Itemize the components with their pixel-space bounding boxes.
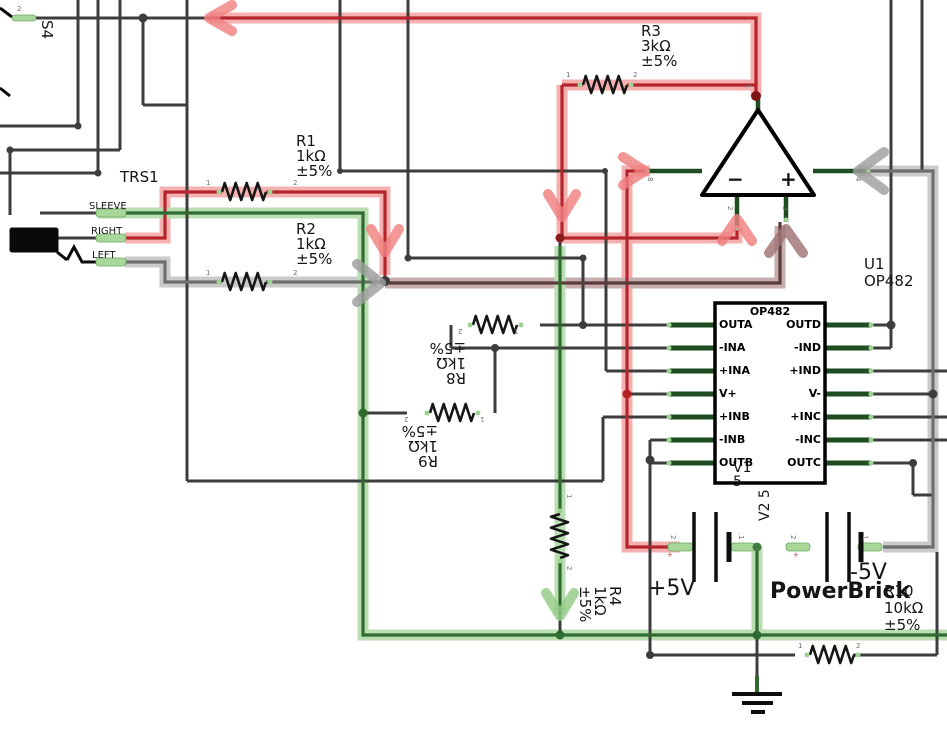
resistor-pin-tips <box>216 82 861 658</box>
trs1-sleeve-label: SLEEVE <box>89 201 127 212</box>
r8-pin2: 2 <box>458 327 463 335</box>
resistor-r9 <box>428 402 476 423</box>
v2-voltage-text: -5V <box>850 560 887 585</box>
v1-pin2-label: 2 <box>669 535 677 540</box>
opamp-pin8-label: 8 <box>646 177 654 182</box>
v1-pindot1-label: .1 <box>737 533 745 540</box>
arrow-right-icon <box>618 152 650 190</box>
connector-pads[interactable] <box>11 14 883 552</box>
u1-pin-outa: OUTA <box>719 318 753 331</box>
trs1-label: TRS1 <box>120 168 159 186</box>
arrow-down-green-icon <box>541 588 579 621</box>
v2-pin2-label: 2 <box>789 535 797 540</box>
resistor-r3 <box>581 74 629 95</box>
opamp-minus-sign: − <box>727 167 744 191</box>
u1-pin-outc: OUTC <box>787 456 821 469</box>
u1-pin-inb-n: -INB <box>719 433 746 446</box>
v1-voltage-text: +5V <box>648 576 696 601</box>
opamp-pin1-label: 1 <box>744 84 752 89</box>
u1-pin-outd: OUTD <box>786 318 821 331</box>
u1-pin-ind-n: -IND <box>794 341 821 354</box>
arrow-up-icon <box>717 214 757 246</box>
arrow-down-icon <box>366 224 404 257</box>
v1-plus-label: + <box>667 551 673 559</box>
u1-pin-inc-n: -INC <box>795 433 821 446</box>
powerbrick-label: PowerBrick <box>770 579 911 604</box>
r4-pin2: 2 <box>565 566 573 571</box>
battery-v1-symbol[interactable] <box>692 512 732 582</box>
resistors[interactable] <box>220 74 856 665</box>
arrow-up-brown-icon <box>764 224 808 258</box>
battery-v2-symbol[interactable] <box>825 512 864 582</box>
r8-pin1: 1 <box>514 327 519 335</box>
resistor-r4 <box>549 512 570 560</box>
v2-plus-label: + <box>793 551 799 559</box>
r1-pin2: 2 <box>293 179 298 187</box>
trs1-left-label: LEFT <box>92 250 116 261</box>
opamp-pin2-label: 2 <box>726 206 734 211</box>
s4-label: S4 <box>38 20 56 40</box>
r9-pin2: 2 <box>404 415 409 423</box>
u1-pin-ind-p: +IND <box>789 364 821 377</box>
u1-pin-ina-n: -INA <box>719 341 746 354</box>
arrow-right-gray-icon <box>352 259 386 307</box>
u1-pin-inc-p: +INC <box>790 410 821 423</box>
u1-pin-inb-p: +INB <box>719 410 750 423</box>
resistor-r2 <box>220 271 268 292</box>
resistor-r10 <box>808 644 856 665</box>
r4-pin1: 1 <box>565 494 573 499</box>
u1-title: OP482 <box>749 305 791 318</box>
ic-u1-symbol[interactable] <box>666 301 874 485</box>
r2-pin1: 1 <box>206 269 211 277</box>
arrow-left-gray-icon <box>853 147 889 195</box>
v2-label: V2 5 <box>757 489 773 521</box>
opamp-pin3-label: 3 <box>781 206 789 211</box>
u1-pin-outb: OUTB <box>719 456 754 469</box>
r10-pin1: 1 <box>798 642 803 650</box>
r2-pin2: 2 <box>293 269 298 277</box>
arrow-down2-icon <box>543 189 581 222</box>
r1-pin1: 1 <box>206 179 211 187</box>
resistor-r8 <box>471 314 519 335</box>
u1-pin-ina-p: +INA <box>719 364 751 377</box>
ground-symbol[interactable] <box>732 676 782 714</box>
wire-red-core[interactable] <box>125 16 758 549</box>
arrow-left-icon <box>204 0 237 36</box>
s4-pin2-label: 2 <box>17 5 22 13</box>
r10-pin2: 2 <box>856 642 861 650</box>
resistor-r1 <box>220 181 268 202</box>
wire-green-core[interactable] <box>98 211 947 637</box>
u1-pin-vminus: V- <box>808 387 821 400</box>
u1-pin-vplus: V+ <box>719 387 737 400</box>
r3-pin1: 1 <box>566 71 571 79</box>
r9-pin1: 1 <box>480 415 485 423</box>
opamp-symbol[interactable] <box>644 96 871 231</box>
opamp-pin4-label: 4 <box>854 177 862 182</box>
v2-pindot1-label: .1 <box>861 533 869 540</box>
opamp-plus-sign: + <box>780 167 797 191</box>
trs1-right-label: RIGHT <box>91 226 123 237</box>
r3-pin2: 2 <box>633 71 638 79</box>
trs-jack-symbol[interactable] <box>0 6 96 264</box>
flow-arrows <box>204 0 889 621</box>
